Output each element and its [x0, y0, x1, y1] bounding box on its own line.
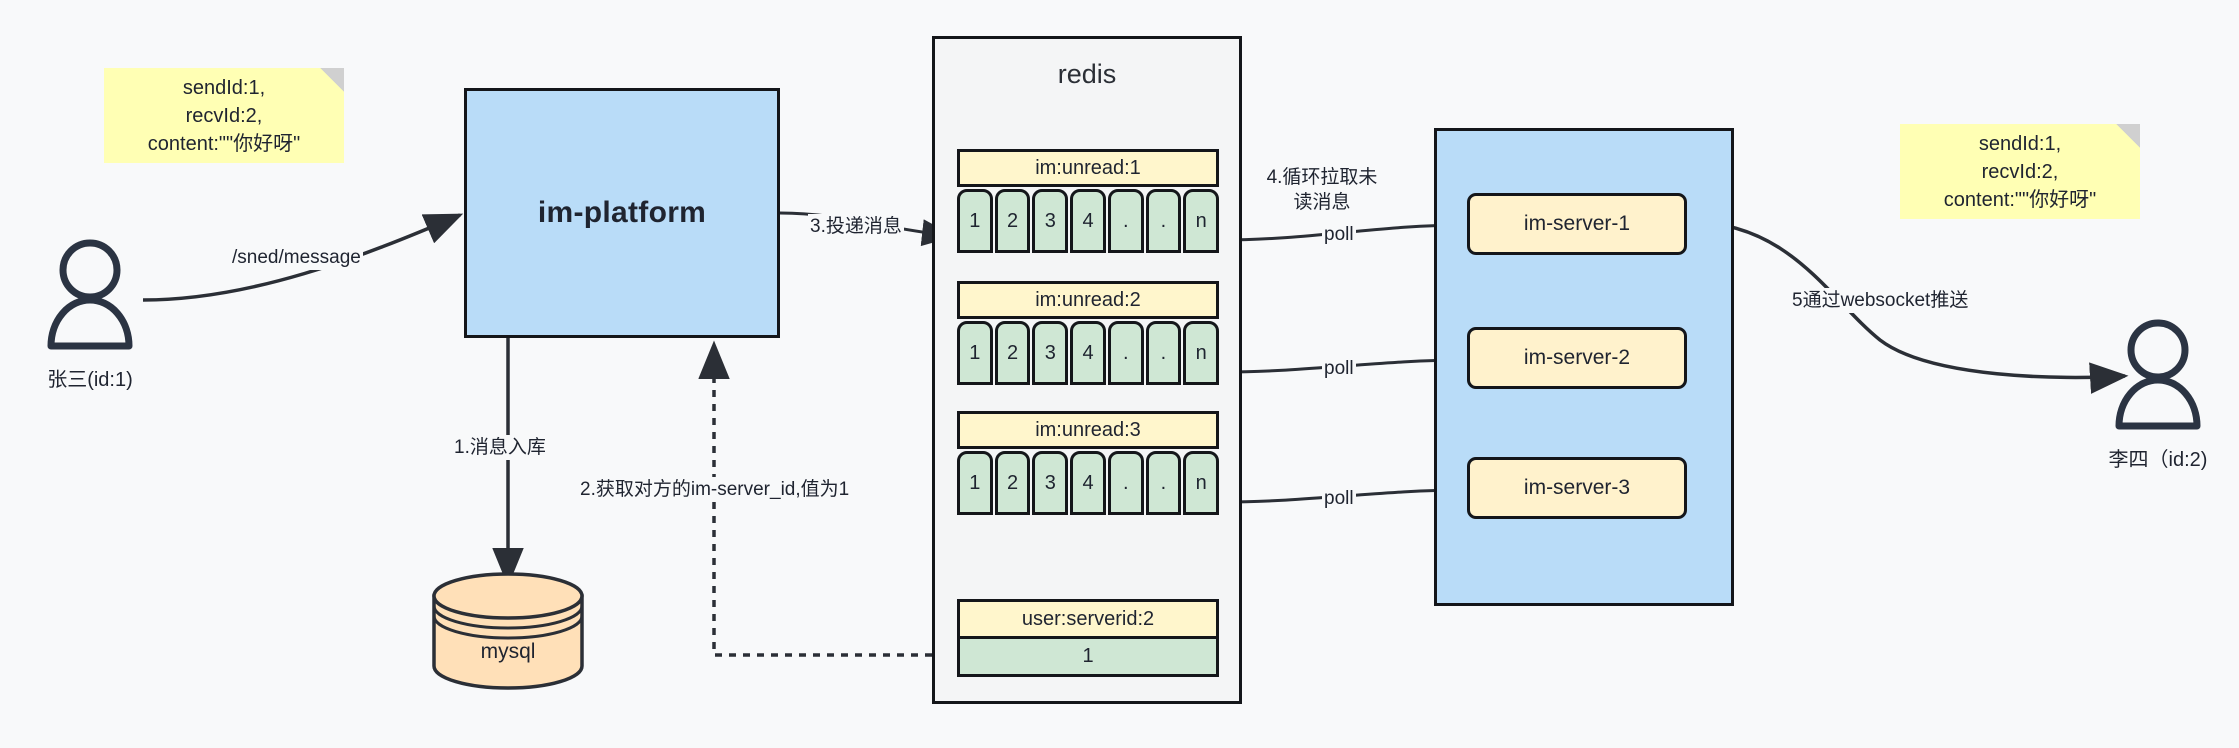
- redis-cell: 1: [957, 451, 993, 515]
- edge-label-poll-3: poll: [1322, 486, 1356, 511]
- im-server-2[interactable]: im-server-2: [1467, 327, 1687, 389]
- actor-sender[interactable]: 张三(id:1): [25, 238, 155, 392]
- message-payload-note-left: sendId:1, recvId:2, content:""你好呀": [104, 68, 344, 163]
- message-payload-note-right: sendId:1, recvId:2, content:""你好呀": [1900, 124, 2140, 219]
- person-icon: [44, 238, 136, 355]
- note-line-1: sendId:1,: [1978, 132, 2062, 155]
- database-cylinder-icon: [432, 572, 584, 690]
- redis-list-key-1: im:unread:1: [957, 149, 1219, 187]
- redis-cell: .: [1107, 189, 1144, 253]
- person-icon: [2112, 318, 2204, 435]
- redis-cell: 3: [1032, 321, 1069, 385]
- note-line-1: sendId:1,: [182, 76, 266, 99]
- redis-cell: .: [1107, 321, 1144, 385]
- redis-kv-block: user:serverid:2 1: [957, 599, 1219, 677]
- redis-cell: .: [1145, 189, 1182, 253]
- redis-cell: 3: [1032, 451, 1069, 515]
- im-server-1-label: im-server-1: [1523, 212, 1631, 235]
- im-server-2-label: im-server-2: [1523, 346, 1631, 369]
- note-fold-corner: [320, 68, 344, 92]
- redis-cell: n: [1183, 321, 1220, 385]
- actor-receiver-label: 李四（id:2): [2108, 449, 2208, 471]
- redis-list-cells-2: 1 2 3 4 . . n: [957, 321, 1220, 385]
- im-server-3[interactable]: im-server-3: [1467, 457, 1687, 519]
- redis-cell: 2: [994, 451, 1031, 515]
- redis-list-cells-3: 1 2 3 4 . . n: [957, 451, 1220, 515]
- im-platform-label: im-platform: [537, 196, 707, 229]
- redis-cell: 1: [957, 189, 993, 253]
- im-server-1[interactable]: im-server-1: [1467, 193, 1687, 255]
- redis-list-key-3: im:unread:3: [957, 411, 1219, 449]
- note-line-2: recvId:2,: [185, 104, 263, 127]
- note-line-2: recvId:2,: [1981, 160, 2059, 183]
- redis-list-block-1: im:unread:1 1 2 3 4 . . n: [957, 149, 1220, 253]
- im-server-cluster: im-server-1 im-server-2 im-server-3: [1434, 128, 1734, 606]
- note-line-3: content:""你好呀": [147, 132, 301, 155]
- edge-label-step4: 4.循环拉取未读消息: [1256, 165, 1388, 215]
- redis-list-cells-1: 1 2 3 4 . . n: [957, 189, 1220, 253]
- redis-list-block-2: im:unread:2 1 2 3 4 . . n: [957, 281, 1220, 385]
- redis-title: redis: [1057, 59, 1117, 89]
- edge-label-send-message: /sned/message: [230, 245, 363, 270]
- redis-list-key-2: im:unread:2: [957, 281, 1219, 319]
- edge-label-poll-2: poll: [1322, 356, 1356, 381]
- redis-cell: .: [1145, 451, 1182, 515]
- redis-list-block-3: im:unread:3 1 2 3 4 . . n: [957, 411, 1220, 515]
- note-line-3: content:""你好呀": [1943, 188, 2097, 211]
- redis-cell: .: [1145, 321, 1182, 385]
- im-platform-box[interactable]: im-platform: [464, 88, 780, 338]
- edge-label-step1: 1.消息入库: [452, 435, 548, 460]
- note-fold-corner: [2116, 124, 2140, 148]
- edge-label-step5: 5通过websocket推送: [1790, 288, 1971, 313]
- redis-container: redis im:unread:1 1 2 3 4 . . n im:unrea…: [932, 36, 1242, 704]
- redis-kv-value: 1: [957, 639, 1219, 677]
- edge-label-step3: 3.投递消息: [808, 214, 904, 239]
- actor-receiver[interactable]: 李四（id:2): [2088, 318, 2228, 472]
- redis-cell: 2: [994, 189, 1031, 253]
- edge-label-step2: 2.获取对方的im-server_id,值为1: [578, 477, 852, 502]
- redis-cell: 3: [1032, 189, 1069, 253]
- redis-cell: n: [1183, 451, 1220, 515]
- redis-cell: n: [1183, 189, 1220, 253]
- redis-cell: 4: [1070, 451, 1106, 515]
- edge-label-poll-1: poll: [1322, 222, 1356, 247]
- actor-sender-label: 张三(id:1): [47, 369, 133, 391]
- redis-kv-key: user:serverid:2: [957, 599, 1219, 639]
- redis-cell: 4: [1070, 189, 1106, 253]
- mysql-label: mysql: [480, 639, 536, 663]
- redis-cell: .: [1107, 451, 1144, 515]
- mysql-database[interactable]: mysql: [428, 570, 588, 690]
- im-server-3-label: im-server-3: [1523, 476, 1631, 499]
- redis-cell: 4: [1070, 321, 1106, 385]
- redis-cell: 1: [957, 321, 993, 385]
- redis-cell: 2: [994, 321, 1031, 385]
